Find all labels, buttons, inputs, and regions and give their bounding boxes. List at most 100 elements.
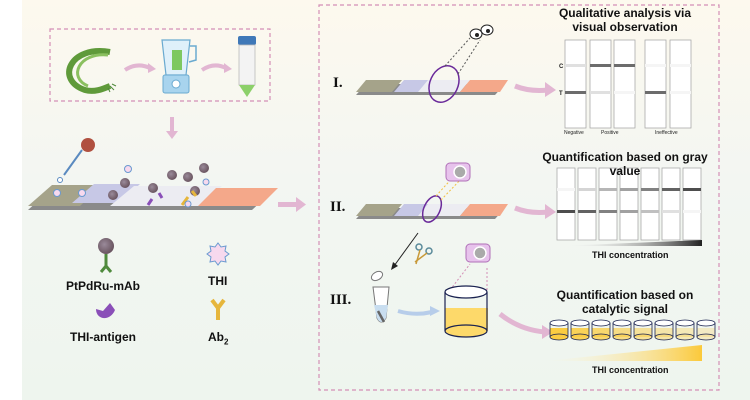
control-line-label: C — [559, 64, 564, 70]
ab2-subscript: 2 — [224, 337, 229, 347]
qualitative-strip — [589, 39, 612, 129]
step-3-title: Quantification based on catalytic signal — [556, 288, 694, 316]
legend-nanozyme-label: PtPdRu-mAb — [66, 279, 140, 293]
step-1-numeral: I. — [333, 75, 343, 91]
control-line — [641, 188, 659, 191]
test-line — [565, 91, 586, 94]
arrow-icon — [498, 312, 553, 339]
legend-ab2-icon — [210, 298, 226, 320]
strip-step-2 — [356, 174, 508, 223]
control-line — [614, 64, 635, 67]
qualitative-strip — [644, 39, 667, 129]
test-line — [578, 210, 596, 213]
control-line — [590, 64, 611, 67]
group-label-positive: Positive — [601, 130, 619, 136]
arrow-icon — [123, 63, 151, 72]
gray-value-strip — [661, 167, 681, 241]
microtube-icon — [370, 270, 390, 323]
blue-arrow-icon — [397, 306, 440, 316]
gray-value-strip — [619, 167, 639, 241]
test-line — [670, 91, 691, 94]
gray-value-strip — [640, 167, 660, 241]
catalytic-well — [549, 319, 569, 341]
catalytic-well — [675, 319, 695, 341]
legend-nanozyme-icon — [98, 238, 114, 273]
control-line — [557, 188, 575, 191]
nanozyme-particle — [199, 163, 209, 173]
catalytic-well — [591, 319, 611, 341]
catalytic-wells — [549, 319, 716, 341]
qualitative-strip — [613, 39, 636, 129]
group-label-negative: Negative — [564, 130, 584, 136]
test-line — [620, 210, 638, 213]
test-line — [683, 210, 701, 213]
test-line — [645, 91, 666, 94]
camera-icon — [445, 162, 471, 182]
step-2-numeral: II. — [330, 199, 346, 215]
centrifuge-tube-icon — [238, 36, 256, 97]
yellow-concentration-wedge — [545, 345, 702, 361]
eyes-icon — [469, 24, 494, 40]
catalytic-well — [612, 319, 632, 341]
qualitative-strip — [564, 39, 587, 129]
qualitative-strip — [669, 39, 692, 129]
test-strip-main — [28, 138, 278, 210]
catalytic-axis-label: THI concentration — [592, 365, 669, 375]
catalytic-well — [633, 319, 653, 341]
control-line — [578, 188, 596, 191]
gray-value-strips — [556, 167, 702, 241]
catalytic-well — [654, 319, 674, 341]
camera-icon — [465, 243, 491, 263]
thi-molecule — [124, 165, 132, 173]
test-line — [599, 210, 617, 213]
legend-thi-icon — [206, 242, 230, 266]
gray-value-strip — [682, 167, 702, 241]
legend-antigen-icon — [96, 303, 115, 319]
nanozyme-particle — [148, 183, 158, 193]
vegetable-icon — [66, 48, 117, 94]
test-line — [641, 210, 659, 213]
analysis-panel — [318, 4, 720, 391]
control-line — [565, 64, 586, 67]
gray-value-strip — [556, 167, 576, 241]
gray-concentration-wedge — [560, 240, 702, 246]
gray-axis-label: THI concentration — [592, 250, 669, 260]
blender-icon — [161, 39, 197, 94]
control-line — [683, 188, 701, 191]
nanozyme-particle — [120, 178, 130, 188]
qualitative-strips — [564, 39, 692, 129]
step-3-numeral: III. — [330, 292, 352, 308]
legend-antigen-label: THI-antigen — [70, 330, 136, 344]
down-arrow-icon — [166, 117, 178, 139]
group-label-ineffective: Ineffective — [655, 130, 678, 136]
step-1-title: Qualitative analysis via visual observat… — [558, 6, 692, 34]
strip-step-1 — [356, 37, 508, 103]
control-line — [670, 64, 691, 67]
arrow-icon — [200, 63, 227, 72]
control-line — [599, 188, 617, 191]
thi-antigen-line — [146, 192, 164, 206]
thi-molecule — [53, 189, 61, 197]
legend-ab2-label: Ab2 — [208, 330, 228, 346]
test-line — [614, 91, 635, 94]
right-arrow-icon — [278, 197, 306, 212]
control-line — [620, 188, 638, 191]
cut-arrow-icon — [391, 232, 419, 270]
arrow-icon — [514, 82, 556, 97]
dropper-icon — [57, 138, 95, 183]
step-2-title: Quantification based on gray value — [542, 150, 708, 178]
test-line — [557, 210, 575, 213]
nanozyme-particle — [183, 172, 193, 182]
test-line — [590, 91, 611, 94]
arrow-icon — [514, 204, 556, 219]
legend-thi-label: THI — [208, 274, 228, 288]
thi-molecule — [78, 189, 86, 197]
catalytic-well — [570, 319, 590, 341]
control-line — [645, 64, 666, 67]
ab2-line — [180, 190, 198, 206]
gray-value-strip — [598, 167, 618, 241]
sample-prep-box — [49, 28, 271, 102]
nanozyme-particle — [167, 170, 177, 180]
scissors-icon — [414, 243, 433, 265]
